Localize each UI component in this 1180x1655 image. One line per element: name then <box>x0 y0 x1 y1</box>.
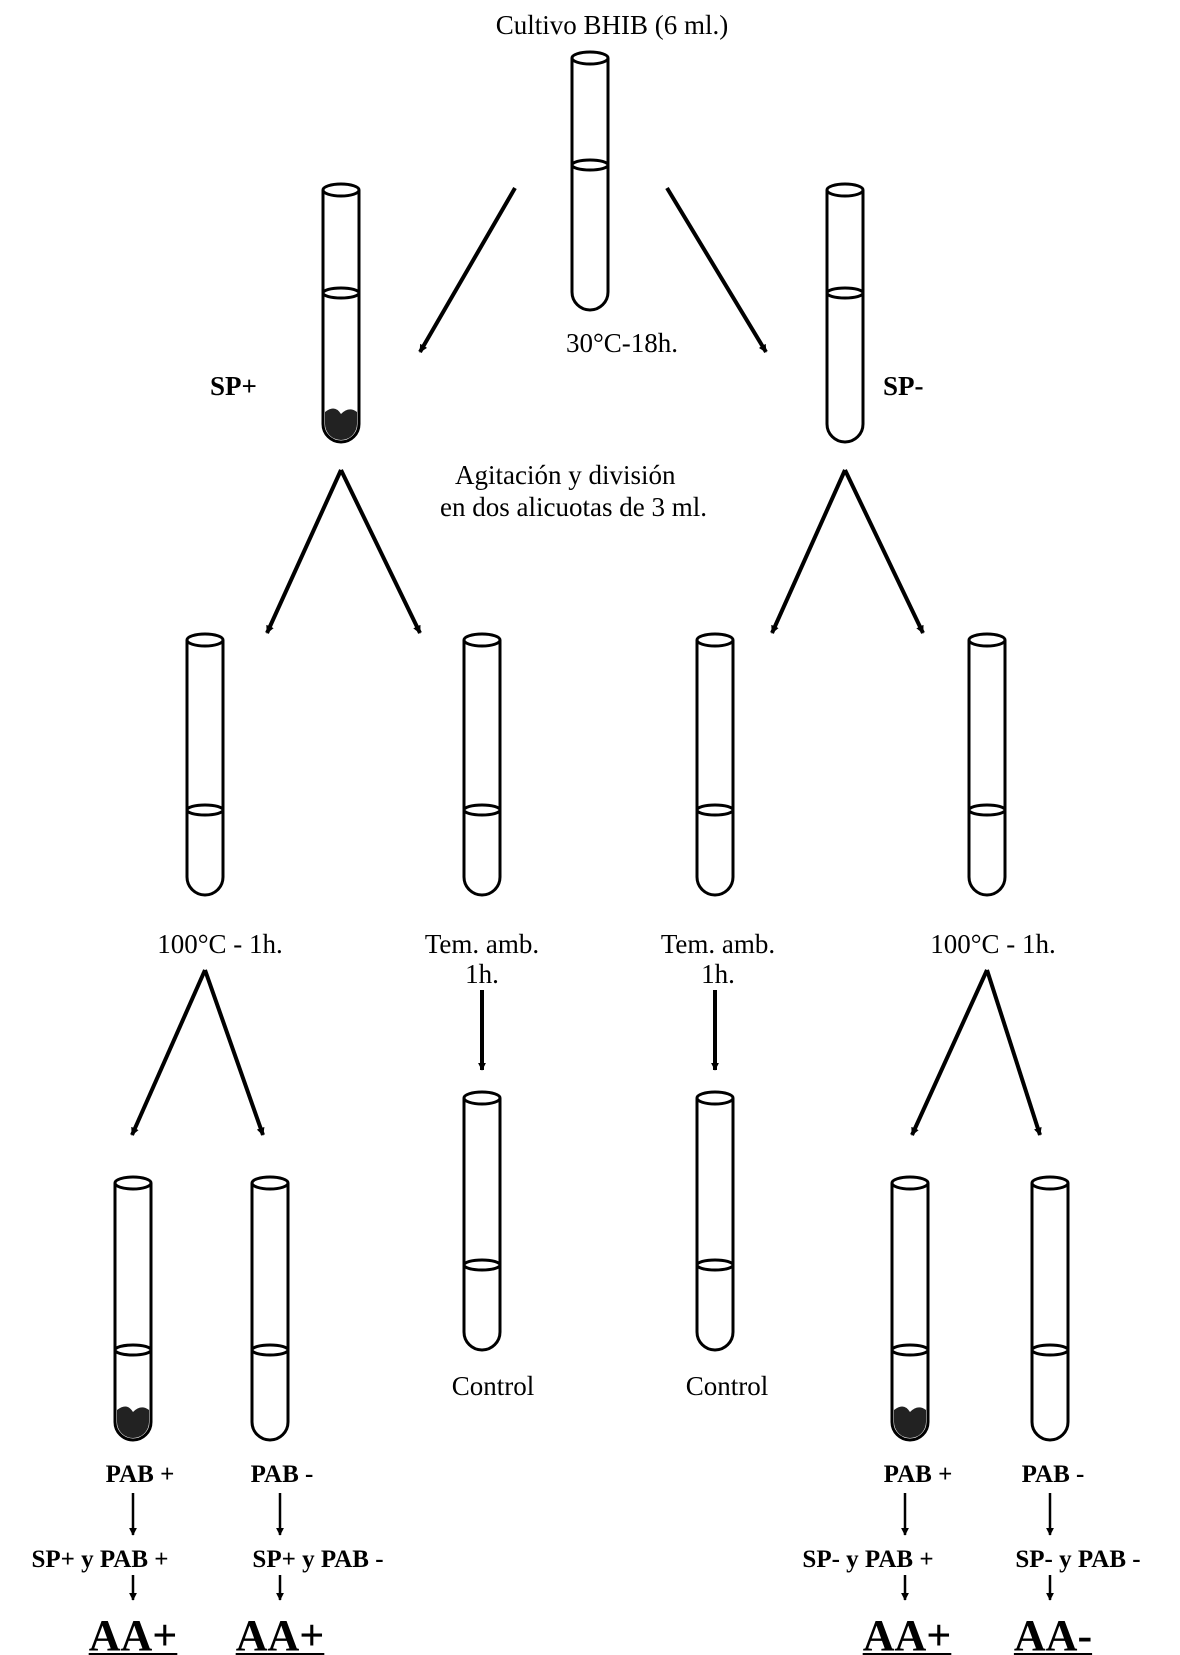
tube-body <box>570 58 610 312</box>
tube-body <box>695 1098 735 1352</box>
arrow-sp-minus-to-room <box>770 469 847 634</box>
liquid-level <box>321 286 361 300</box>
test-tubes <box>113 50 1070 1442</box>
heat-left-label: 100°C - 1h. <box>157 929 283 959</box>
top-culture-label: Cultivo BHIB (6 ml.) <box>496 10 729 40</box>
tube-body <box>890 1183 930 1442</box>
liquid-level <box>967 803 1007 817</box>
room-temp-right-line2: 1h. <box>701 959 735 989</box>
sediment <box>894 1406 926 1438</box>
result-label: AA+ <box>89 1611 178 1655</box>
agitation-label-line1: Agitación y división <box>455 460 676 490</box>
tube-body <box>462 1098 502 1352</box>
tube-rim <box>1030 1175 1070 1191</box>
tube-rim <box>967 632 1007 648</box>
tube-heat-sp-minus <box>967 632 1007 897</box>
liquid-level <box>890 1343 930 1357</box>
arrow-sp-plus-to-room <box>339 469 422 634</box>
liquid-level <box>113 1343 153 1357</box>
tube-pab-minus-left <box>250 1175 290 1442</box>
tube-body <box>250 1183 290 1442</box>
tube-pab-plus-right <box>890 1175 930 1442</box>
liquid-level <box>462 803 502 817</box>
outcome-column-3: PAB + SP- y PAB + AA+ <box>802 1461 952 1655</box>
pab-label: PAB + <box>884 1461 953 1488</box>
tube-body <box>1030 1183 1070 1442</box>
sediment <box>325 408 357 440</box>
tube-pab-plus-left <box>113 1175 153 1442</box>
tube-pab-minus-right <box>1030 1175 1070 1442</box>
pab-label: PAB + <box>106 1461 175 1488</box>
result-label: AA+ <box>863 1611 952 1655</box>
tube-body <box>825 190 865 444</box>
tube-rim <box>113 1175 153 1191</box>
result-label: AA+ <box>236 1611 325 1655</box>
arrow-heat-left-to-pab-minus <box>203 969 265 1136</box>
combo-label: SP- y PAB + <box>802 1546 933 1573</box>
heat-right-label: 100°C - 1h. <box>930 929 1056 959</box>
combo-label: SP+ y PAB - <box>252 1546 383 1573</box>
incubation-label: 30°C-18h. <box>566 328 678 358</box>
tube-rim <box>695 632 735 648</box>
agitation-label-line2: en dos alicuotas de 3 ml. <box>440 492 707 522</box>
combo-label: SP+ y PAB + <box>31 1546 168 1573</box>
arrow-heat-right-to-pab-plus <box>910 969 989 1136</box>
pab-label: PAB - <box>251 1461 314 1488</box>
arrow-sp-plus-to-heat <box>265 469 343 634</box>
sp-minus-label: SP- <box>883 371 924 401</box>
tube-rim <box>250 1175 290 1191</box>
result-label: AA- <box>1014 1611 1092 1655</box>
tube-rim <box>890 1175 930 1191</box>
liquid-level <box>695 1258 735 1272</box>
tube-rim <box>321 182 361 198</box>
tube-control-left <box>462 1090 502 1352</box>
liquid-level <box>825 286 865 300</box>
sp-plus-label: SP+ <box>210 371 257 401</box>
pab-label: PAB - <box>1022 1461 1085 1488</box>
tube-room-sp-minus <box>695 632 735 897</box>
arrow-to-sp-plus <box>418 186 517 354</box>
liquid-level <box>462 1258 502 1272</box>
tube-rim <box>570 50 610 66</box>
tube-body <box>113 1183 153 1442</box>
liquid-level <box>570 158 610 172</box>
tube-culture <box>570 50 610 312</box>
tube-control-right <box>695 1090 735 1352</box>
sediment <box>117 1406 149 1438</box>
tube-sp-minus <box>825 182 865 444</box>
tube-sp-plus <box>321 182 361 444</box>
combo-label: SP- y PAB - <box>1015 1546 1140 1573</box>
control-left-label: Control <box>452 1371 535 1401</box>
tube-rim <box>695 1090 735 1106</box>
outcome-column-1: PAB + SP+ y PAB + AA+ <box>31 1461 177 1655</box>
tube-body <box>462 640 502 897</box>
liquid-level <box>1030 1343 1070 1357</box>
tube-rim <box>462 1090 502 1106</box>
arrow-to-sp-minus <box>665 186 768 354</box>
tube-rim <box>825 182 865 198</box>
arrow-heat-right-to-pab-minus <box>985 969 1042 1136</box>
room-temp-left-line1: Tem. amb. <box>425 929 539 959</box>
tube-rim <box>462 632 502 648</box>
tube-body <box>695 640 735 897</box>
tube-body <box>185 640 225 897</box>
outcome-column-2: PAB - SP+ y PAB - AA+ <box>236 1461 384 1655</box>
room-temp-left-line2: 1h. <box>465 959 499 989</box>
arrow-sp-minus-to-heat <box>843 469 925 634</box>
flow-arrows <box>129 186 1054 1601</box>
tube-rim <box>185 632 225 648</box>
liquid-level <box>185 803 225 817</box>
tube-body <box>967 640 1007 897</box>
tube-body <box>321 190 361 444</box>
tube-heat-sp-plus <box>185 632 225 897</box>
outcome-column-4: PAB - SP- y PAB - AA- <box>1014 1461 1141 1655</box>
arrow-heat-left-to-pab-plus <box>130 969 207 1136</box>
tube-room-sp-plus <box>462 632 502 897</box>
liquid-level <box>250 1343 290 1357</box>
room-temp-right-line1: Tem. amb. <box>661 929 775 959</box>
liquid-level <box>695 803 735 817</box>
control-right-label: Control <box>686 1371 769 1401</box>
